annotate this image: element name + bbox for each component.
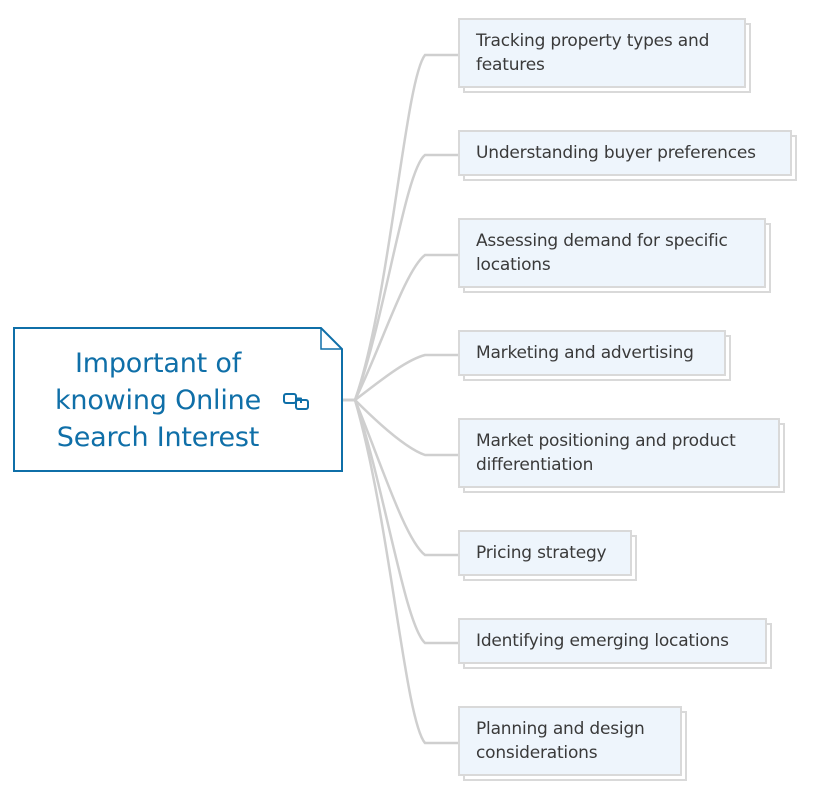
central-topic-title: Important of knowing Online Search Inter… xyxy=(55,348,261,453)
topic-label: Identifying emerging locations xyxy=(458,618,767,664)
topic-node[interactable]: Assessing demand for specific locations xyxy=(458,218,771,293)
topic-label: Marketing and advertising xyxy=(458,330,726,376)
topic-node[interactable]: Marketing and advertising xyxy=(458,330,731,381)
topic-label: Market positioning and product different… xyxy=(458,418,780,488)
central-topic[interactable]: Important of knowing Online Search Inter… xyxy=(13,327,343,472)
topic-label: Pricing strategy xyxy=(458,530,632,576)
connector-7 xyxy=(341,398,460,645)
connector-8 xyxy=(341,398,460,745)
topic-node[interactable]: Market positioning and product different… xyxy=(458,418,785,493)
topic-label: Tracking property types and features xyxy=(458,18,746,88)
topic-node[interactable]: Planning and design considerations xyxy=(458,706,687,781)
topic-label: Understanding buyer preferences xyxy=(458,130,792,176)
topic-label: Planning and design considerations xyxy=(458,706,682,776)
link-icon[interactable] xyxy=(281,389,313,413)
topic-node[interactable]: Understanding buyer preferences xyxy=(458,130,797,181)
topic-node[interactable]: Tracking property types and features xyxy=(458,18,751,93)
topic-label: Assessing demand for specific locations xyxy=(458,218,766,288)
topic-node[interactable]: Pricing strategy xyxy=(458,530,637,581)
connector-5 xyxy=(341,398,460,457)
connector-3 xyxy=(341,253,460,402)
connector-4 xyxy=(341,353,460,402)
topic-node[interactable]: Identifying emerging locations xyxy=(458,618,772,669)
central-topic-frame xyxy=(13,327,343,472)
connector-2 xyxy=(341,153,460,402)
